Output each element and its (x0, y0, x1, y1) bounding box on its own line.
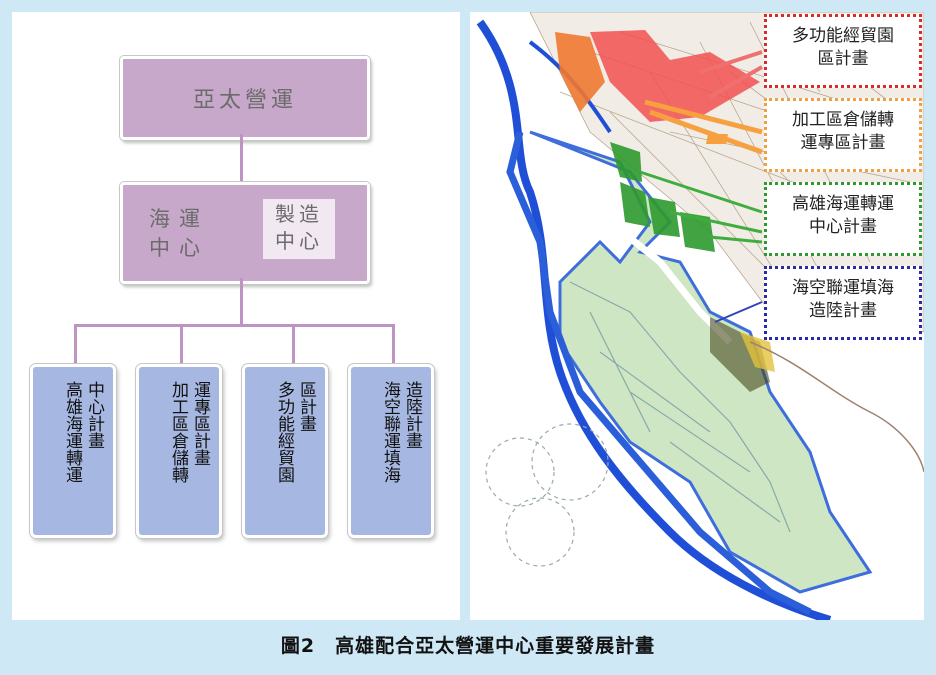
leaf-multifunction-trade-park: 區計畫 多功能經貿園 (242, 364, 328, 538)
sea-air-zone (710, 317, 770, 392)
connector-mid-branch (240, 278, 243, 326)
connector-leaf3 (292, 324, 295, 366)
leaf1-col2: 高雄海運轉運 (62, 381, 82, 483)
connector-leaf4 (392, 324, 395, 366)
connector-top-mid (240, 134, 243, 182)
dashed-circles (485, 423, 609, 567)
trade-park-link (699, 50, 763, 99)
leaf4-col2: 海空聯運填海 (380, 381, 400, 483)
manufacturing-line2: 中心 (275, 229, 323, 253)
processing-zone-mark (706, 134, 728, 144)
outer-breakwater (506, 131, 812, 616)
label-trade-park-line2: 區計畫 (817, 49, 869, 69)
node-shipping-manufacturing-center: 海運 中心 製造 中心 (120, 182, 370, 284)
org-chart-panel: 亞太營運 海運 中心 製造 中心 中心計畫 高雄海運轉運 運專區計畫 加工區倉儲… (12, 12, 460, 620)
label-processing-zone-line2: 運專區計畫 (800, 133, 886, 153)
connector-leaf2 (180, 324, 183, 366)
shipping-line2: 中心 (149, 236, 209, 260)
leaf1-col1: 中心計畫 (84, 381, 104, 449)
connector-leaf1 (74, 324, 77, 366)
label-sea-air-line2: 造陸計畫 (809, 301, 877, 321)
leaf3-col2: 多功能經貿園 (274, 381, 294, 483)
connector-branch-horizontal (74, 324, 394, 327)
label-shipping-center-line1: 高雄海運轉運 (792, 194, 894, 214)
leaf-processing-zone-warehousing: 運專區計畫 加工區倉儲轉 (136, 364, 222, 538)
label-trade-park-line1: 多功能經貿園 (792, 26, 894, 46)
node-manufacturing-center: 製造 中心 (263, 199, 335, 259)
figure-caption: 圖2 高雄配合亞太營運中心重要發展計畫 (280, 635, 656, 657)
harbor-map-panel: 多功能經貿園 區計畫 加工區倉儲轉 運專區計畫 高雄海運轉運 中心計畫 海空聯運… (470, 12, 924, 620)
leaf-kaohsiung-shipping-center: 中心計畫 高雄海運轉運 (30, 364, 116, 538)
coastline (476, 19, 832, 620)
river-line (749, 341, 924, 473)
shipping-center-zones (610, 142, 715, 252)
trade-park-zone (590, 30, 760, 122)
label-sea-air-line1: 海空聯運填海 (792, 278, 894, 298)
port-blocks (569, 281, 791, 533)
leaf-sea-air-reclamation: 造陸計畫 海空聯運填海 (348, 364, 434, 538)
label-processing-zone: 加工區倉儲轉 運專區計畫 (764, 98, 922, 172)
sea-air-link (714, 301, 763, 323)
node-asia-pacific-operations: 亞太營運 (120, 56, 370, 140)
sea-air-zone-yellow (740, 332, 775, 372)
water-basin (548, 200, 592, 234)
trade-park-zone-orange (555, 32, 605, 112)
reclamation-area (529, 130, 873, 594)
manufacturing-line1: 製造 (275, 202, 323, 226)
label-shipping-center-line2: 中心計畫 (809, 217, 877, 237)
shipping-center-link (639, 170, 763, 244)
label-sea-air-reclamation: 海空聯運填海 造陸計畫 (764, 266, 922, 340)
processing-zone-link (644, 99, 763, 155)
label-trade-park: 多功能經貿園 區計畫 (764, 14, 922, 88)
node-shipping-center: 海運 中心 (149, 205, 229, 263)
label-shipping-center: 高雄海運轉運 中心計畫 (764, 182, 922, 256)
leaf4-col1: 造陸計畫 (402, 381, 422, 449)
leaf2-col1: 運專區計畫 (190, 381, 210, 466)
node-top-label: 亞太營運 (192, 88, 297, 113)
label-processing-zone-line1: 加工區倉儲轉 (792, 110, 894, 130)
leaf2-col2: 加工區倉儲轉 (168, 381, 188, 483)
shipping-line1: 海運 (149, 207, 209, 231)
leaf3-col1: 區計畫 (296, 381, 316, 432)
